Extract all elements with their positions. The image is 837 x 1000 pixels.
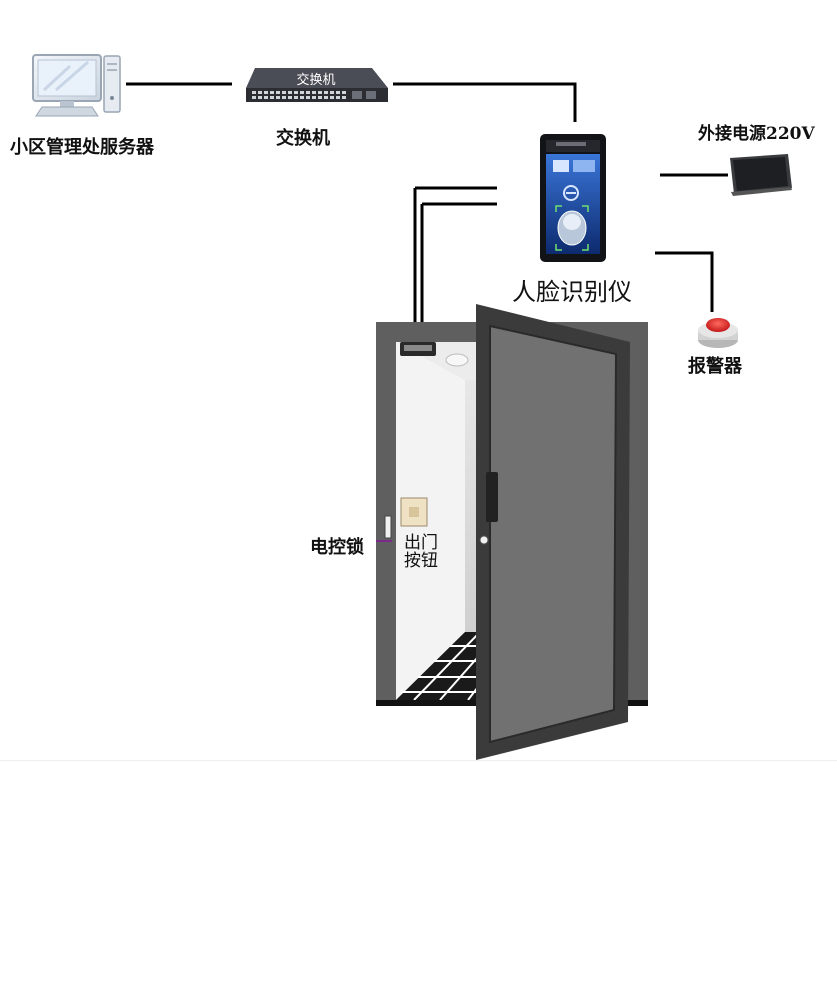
exit-button-label-line2: 按钮 [404, 551, 438, 571]
ceiling-light-icon [445, 353, 469, 367]
power-adapter-icon [730, 154, 792, 196]
bottom-divider [0, 760, 837, 761]
alarm-button-icon [698, 318, 738, 348]
door-leaf [476, 304, 630, 760]
switch-device-text: 交换机 [296, 72, 335, 88]
power-label: 外接电源220V [698, 124, 815, 144]
lock-label: 电控锁 [310, 537, 364, 558]
exit-button-label-line1: 出门 [404, 533, 438, 553]
server-label: 小区管理处服务器 [10, 137, 154, 158]
switch-label: 交换机 [276, 128, 330, 149]
exit-button-icon [400, 497, 428, 527]
wire-switch-face [393, 82, 577, 122]
face-recognition-terminal-icon [540, 134, 606, 262]
server-computer-icon [32, 54, 121, 117]
electric-lock-icon [376, 342, 436, 542]
network-switch-icon: 交换机 [246, 68, 388, 102]
alarm-label: 报警器 [688, 356, 742, 377]
wire-face-alarm [655, 251, 714, 312]
face-device-label: 人脸识别仪 [512, 278, 632, 306]
